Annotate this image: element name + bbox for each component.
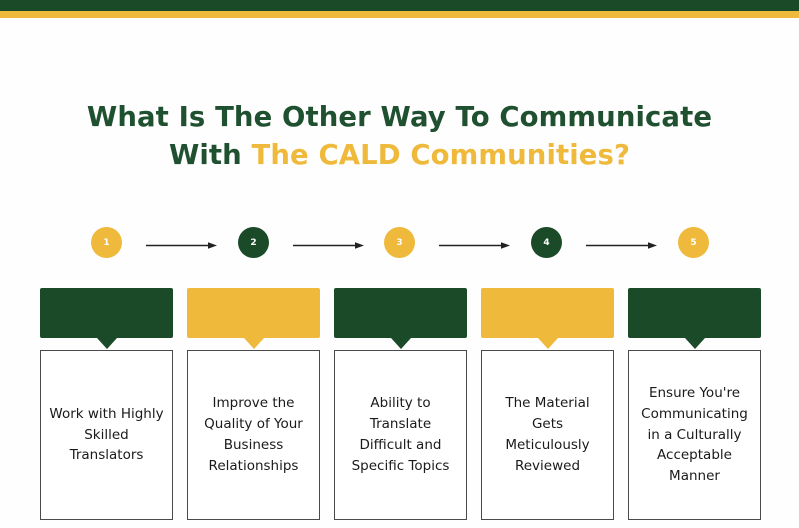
page-title: What Is The Other Way To Communicate Wit…: [0, 98, 799, 174]
card-body-3: Ability to Translate Difficult and Speci…: [334, 350, 467, 520]
card-banner-4: [481, 288, 614, 349]
step-circle-4[interactable]: 4: [531, 227, 562, 258]
step-arrow-3-to-4: [439, 241, 510, 250]
card-text-1: Work with Highly Skilled Translators: [49, 405, 164, 464]
benefit-card-2[interactable]: Improve the Quality of Your Business Rel…: [187, 288, 320, 520]
step-number-2: 2: [250, 237, 257, 248]
benefit-card-5[interactable]: Ensure You're Communicating in a Cultura…: [628, 288, 761, 520]
step-circle-1[interactable]: 1: [91, 227, 122, 258]
step-arrow-1-to-2: [146, 241, 217, 250]
page-title-line-2-accent: The CALD Communities?: [251, 139, 631, 171]
page-title-line-2: With The CALD Communities?: [0, 136, 799, 174]
step-circle-2[interactable]: 2: [238, 227, 269, 258]
step-number-1: 1: [103, 237, 110, 248]
card-body-2: Improve the Quality of Your Business Rel…: [187, 350, 320, 520]
step-arrow-4-to-5: [586, 241, 657, 250]
page-title-line-1: What Is The Other Way To Communicate: [86, 101, 713, 133]
card-banner-notch-5: [684, 338, 705, 349]
step-number-4: 4: [543, 237, 550, 248]
step-arrow-2-to-3: [293, 241, 364, 250]
page-title-line-2-plain: With: [168, 139, 252, 171]
step-number-3: 3: [396, 237, 403, 248]
step-circle-3[interactable]: 3: [384, 227, 415, 258]
step-indicator-row: 1 2 3 4 5: [40, 227, 759, 258]
card-banner-notch-3: [390, 338, 411, 349]
benefit-card-1[interactable]: Work with Highly Skilled Translators: [40, 288, 173, 520]
card-banner-notch-1: [96, 338, 117, 349]
card-text-2: Improve the Quality of Your Business Rel…: [204, 395, 303, 474]
card-banner-notch-2: [243, 338, 264, 349]
card-text-5: Ensure You're Communicating in a Cultura…: [641, 385, 748, 485]
benefit-card-3[interactable]: Ability to Translate Difficult and Speci…: [334, 288, 467, 520]
step-number-5: 5: [690, 237, 697, 248]
card-body-5: Ensure You're Communicating in a Cultura…: [628, 350, 761, 520]
card-banner-notch-4: [537, 338, 558, 349]
card-text-3: Ability to Translate Difficult and Speci…: [351, 395, 450, 474]
top-accent-bar-gold: [0, 11, 799, 18]
step-circle-5[interactable]: 5: [678, 227, 709, 258]
card-body-1: Work with Highly Skilled Translators: [40, 350, 173, 520]
card-banner-5: [628, 288, 761, 349]
card-banner-2: [187, 288, 320, 349]
card-body-4: The Material Gets Meticulously Reviewed: [481, 350, 614, 520]
benefit-cards-row: Work with Highly Skilled Translators Imp…: [0, 288, 799, 523]
top-accent-bar-green: [0, 0, 799, 11]
benefit-card-4[interactable]: The Material Gets Meticulously Reviewed: [481, 288, 614, 520]
card-banner-1: [40, 288, 173, 349]
card-banner-3: [334, 288, 467, 349]
card-text-4: The Material Gets Meticulously Reviewed: [505, 395, 590, 474]
